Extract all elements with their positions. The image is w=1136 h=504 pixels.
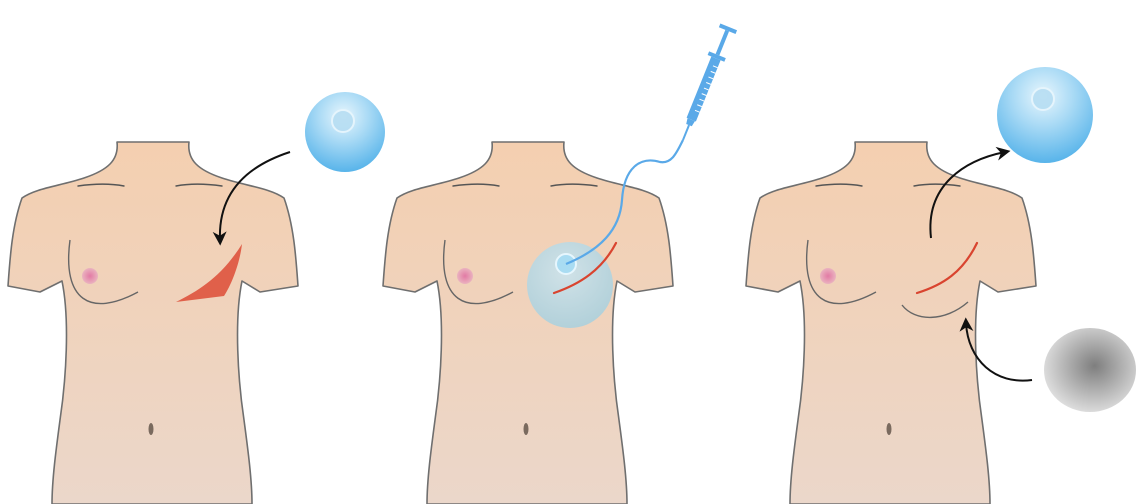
expander-port-3 [1032,88,1054,110]
panel-3-implant-exchange [746,67,1136,504]
nipple-2 [457,268,473,284]
navel-3 [887,423,892,435]
nipple-3 [820,268,836,284]
navel-1 [149,423,154,435]
expander-port-1 [332,110,354,132]
permanent-implant-3 [1044,328,1136,412]
removed-expander-3 [997,67,1093,163]
panel-1-expander-placement [8,92,385,504]
navel-2 [524,423,529,435]
nipple-1 [82,268,98,284]
panel-2-saline-expansion [383,24,737,504]
syringe-icon [675,24,737,144]
torso-1 [8,142,298,504]
torso-3 [746,142,1036,504]
torso-2 [383,142,673,504]
